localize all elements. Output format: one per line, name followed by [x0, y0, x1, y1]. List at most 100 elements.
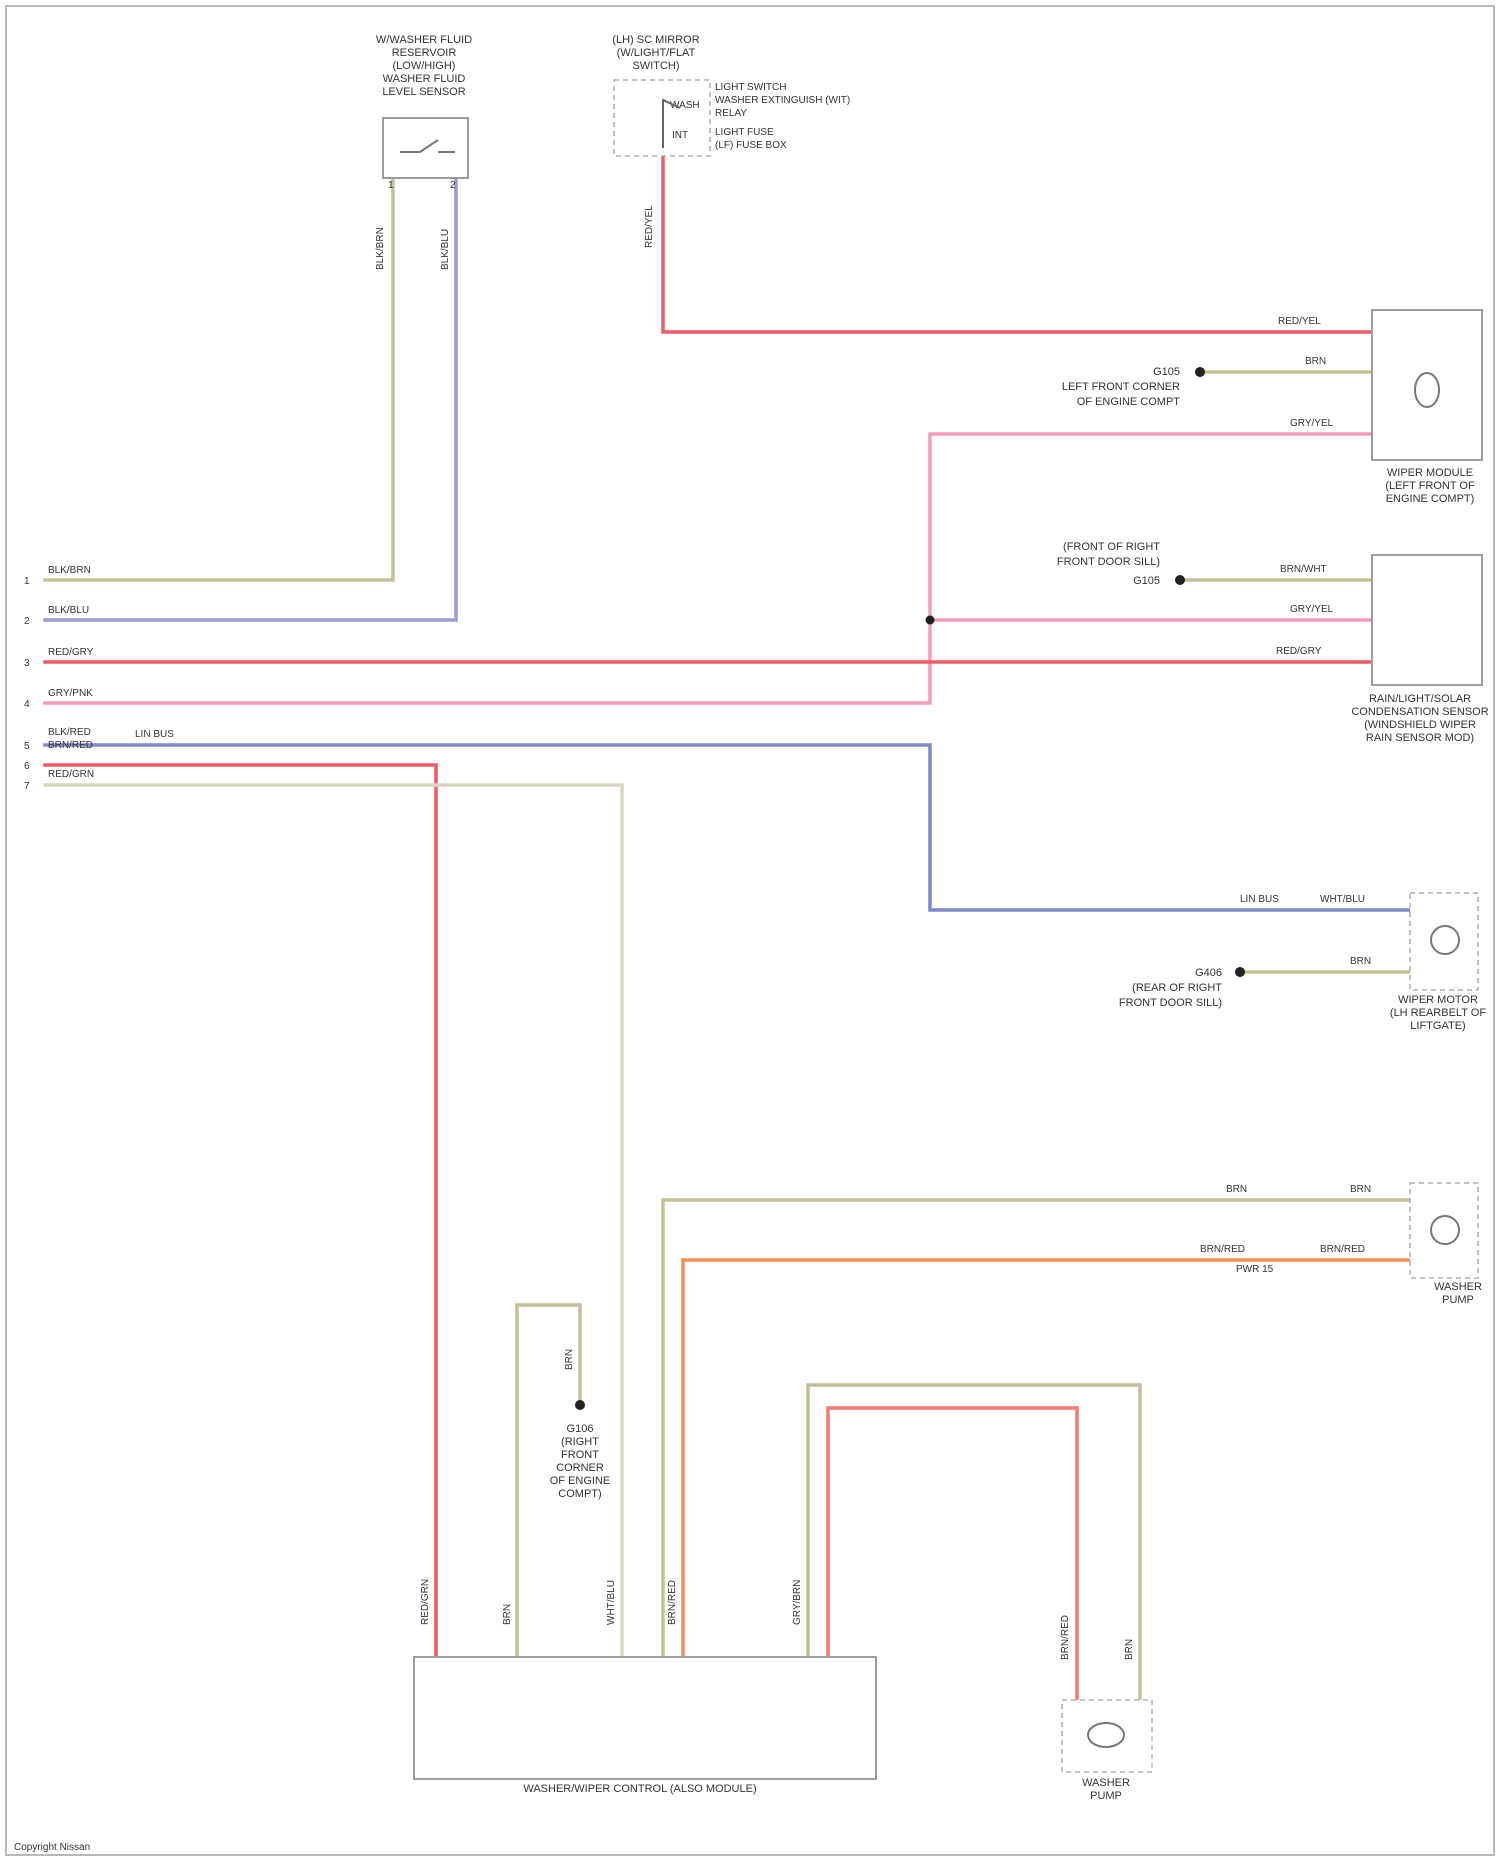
wire-pump-brn — [663, 1200, 1410, 1655]
control-module: WASHER/WIPER CONTROL (ALSO MODULE) — [414, 1657, 876, 1795]
wire-label-wm-b: BRN — [1124, 1639, 1135, 1660]
splices — [575, 367, 1245, 1410]
left-pin-4: 4 — [24, 699, 30, 710]
wire-label-w1: BLK/BRN — [48, 565, 91, 576]
wire-label-w3: RED/GRY — [48, 647, 94, 658]
wire-label-rm-b: BRN — [1350, 956, 1371, 967]
washer-pump-label-2: PUMP — [1442, 1294, 1474, 1306]
left-pin-5: 5 — [24, 741, 30, 752]
rain-sensor-body — [1372, 555, 1482, 685]
level-sensor-label-4: WASHER FLUID — [383, 73, 466, 85]
wire-label-w4: GRY/PNK — [48, 688, 93, 699]
g3-label-2: (REAR OF RIGHT — [1132, 982, 1222, 994]
g1-label-1: G105 — [1153, 366, 1180, 378]
switch-callout-5: (LF) FUSE BOX — [715, 140, 787, 151]
splice-point — [926, 616, 935, 625]
wiper-motor-label-1: WASHER — [1082, 1777, 1130, 1789]
wiper-module-label-3: ENGINE COMPT) — [1386, 493, 1475, 505]
control-module-label: WASHER/WIPER CONTROL (ALSO MODULE) — [523, 1783, 756, 1795]
control-module-body — [414, 1657, 876, 1779]
g4-label-6: COMPT) — [558, 1488, 601, 1500]
rain-sensor-label-4: RAIN SENSOR MOD) — [1366, 732, 1474, 744]
g4-label-5: OF ENGINE — [550, 1475, 611, 1487]
switch-callout-3: RELAY — [715, 108, 747, 119]
rear-motor-label-3: LIFTGATE) — [1410, 1020, 1465, 1032]
switch-callout-1: LIGHT SWITCH — [715, 82, 786, 93]
wire-red-grn — [45, 765, 436, 1655]
switch-pos-int: INT — [672, 130, 688, 141]
g1-label-2: LEFT FRONT CORNER — [1062, 381, 1180, 393]
wire-labels: BLK/BRN BLK/BLU RED/GRY GRY/PNK BLK/RED … — [48, 205, 1371, 1660]
level-sensor-label-2: RESERVOIR — [392, 47, 457, 59]
wire-blk-brn — [45, 178, 393, 580]
wire-label-mf-c: GRY/YEL — [1290, 418, 1334, 429]
wire-label-gnd-g4: BRN — [564, 1349, 575, 1370]
level-sensor: W/WASHER FLUID RESERVOIR (LOW/HIGH) WASH… — [376, 34, 472, 191]
wire-label-wm-a: BRN/RED — [1060, 1615, 1071, 1660]
g4-label-2: (RIGHT — [561, 1436, 599, 1448]
wire-label-w2: BLK/BLU — [48, 605, 89, 616]
switch-label-3: SWITCH) — [632, 60, 679, 72]
wire-label-w5b: BRN/RED — [48, 740, 93, 751]
wire-label-rm-bus: LIN BUS — [1240, 894, 1279, 905]
g4-label-1: G106 — [567, 1423, 594, 1435]
ground-point-g1 — [1195, 367, 1205, 377]
g3-label-3: FRONT DOOR SILL) — [1119, 997, 1222, 1009]
level-sensor-label-3: (LOW/HIGH) — [393, 60, 456, 72]
wire-label-wp-b: BRN/RED — [1200, 1244, 1245, 1255]
level-sensor-pin-2: 2 — [450, 180, 456, 191]
ground-labels: G105 LEFT FRONT CORNER OF ENGINE COMPT (… — [550, 366, 1223, 1500]
g2-label-3: G105 — [1133, 575, 1160, 587]
left-pins: 1 2 3 4 5 6 7 — [24, 576, 30, 792]
footer-copyright: Copyright Nissan — [14, 1842, 90, 1853]
wire-label-wp-b2: BRN/RED — [1320, 1244, 1365, 1255]
wire-label-mf-b: BRN — [1305, 356, 1326, 367]
wire-label-w5a: BLK/RED — [48, 727, 91, 738]
wire-label-mod-a: RED/GRN — [420, 1579, 431, 1625]
wire-label-wp-hint: PWR 15 — [1236, 1264, 1274, 1275]
wire-lin-bus — [45, 745, 1410, 910]
level-sensor-pin-1: 1 — [388, 180, 394, 191]
rain-sensor-label-1: RAIN/LIGHT/SOLAR — [1369, 693, 1471, 705]
wire-label-mf-a: RED/YEL — [1278, 316, 1321, 327]
wire-cream — [45, 785, 622, 1655]
wiper-motor-body — [1062, 1700, 1152, 1772]
g4-label-3: FRONT — [561, 1449, 599, 1461]
rear-motor-label-2: (LH REARBELT OF — [1390, 1007, 1486, 1019]
g2-label-2: FRONT DOOR SILL) — [1057, 556, 1160, 568]
switch-callout-4: LIGHT FUSE — [715, 127, 774, 138]
left-pin-2: 2 — [24, 616, 30, 627]
wire-label-lsens-l: BLK/BRN — [375, 227, 386, 270]
wire-label-mod-b: BRN — [502, 1604, 513, 1625]
rain-sensor-label-2: CONDENSATION SENSOR — [1351, 706, 1488, 718]
g2-label-1: (FRONT OF RIGHT — [1063, 541, 1160, 553]
wire-label-mod-c: WHT/BLU — [606, 1580, 617, 1625]
wire-label-switch-out: RED/YEL — [644, 205, 655, 248]
ground-point-g2 — [1175, 575, 1185, 585]
ground-point-g3 — [1235, 967, 1245, 977]
wire-label-mod-d: BRN/RED — [667, 1580, 678, 1625]
g1-label-3: OF ENGINE COMPT — [1077, 396, 1181, 408]
left-pin-6: 6 — [24, 761, 30, 772]
level-sensor-label-5: LEVEL SENSOR — [382, 86, 465, 98]
wire-label-lsens-r: BLK/BLU — [440, 229, 451, 270]
diagram-border — [6, 6, 1494, 1855]
wiper-motor-label-2: PUMP — [1090, 1790, 1122, 1802]
left-pin-7: 7 — [24, 781, 30, 792]
wiper-module-label-1: WIPER MODULE — [1387, 467, 1473, 479]
left-pin-3: 3 — [24, 658, 30, 669]
wire-label-rs-b: GRY/YEL — [1290, 604, 1334, 615]
wire-label-rs-a: BRN/WHT — [1280, 564, 1327, 575]
wire-label-w7: LIN BUS — [135, 729, 174, 740]
g4-label-4: CORNER — [556, 1462, 604, 1474]
wires — [45, 148, 1410, 1705]
rain-sensor-label-3: (WINDSHIELD WIPER — [1364, 719, 1476, 731]
wire-switch-output — [663, 148, 1372, 332]
washer-pump: WASHER PUMP — [1410, 1183, 1482, 1306]
wire-label-rs-c: RED/GRY — [1276, 646, 1322, 657]
level-sensor-label-1: W/WASHER FLUID — [376, 34, 472, 46]
wiper-module-label-2: (LEFT FRONT OF — [1385, 480, 1475, 492]
rear-wiper-motor: WIPER MOTOR (LH REARBELT OF LIFTGATE) — [1390, 893, 1486, 1032]
wiper-motor: WASHER PUMP — [1062, 1700, 1152, 1802]
